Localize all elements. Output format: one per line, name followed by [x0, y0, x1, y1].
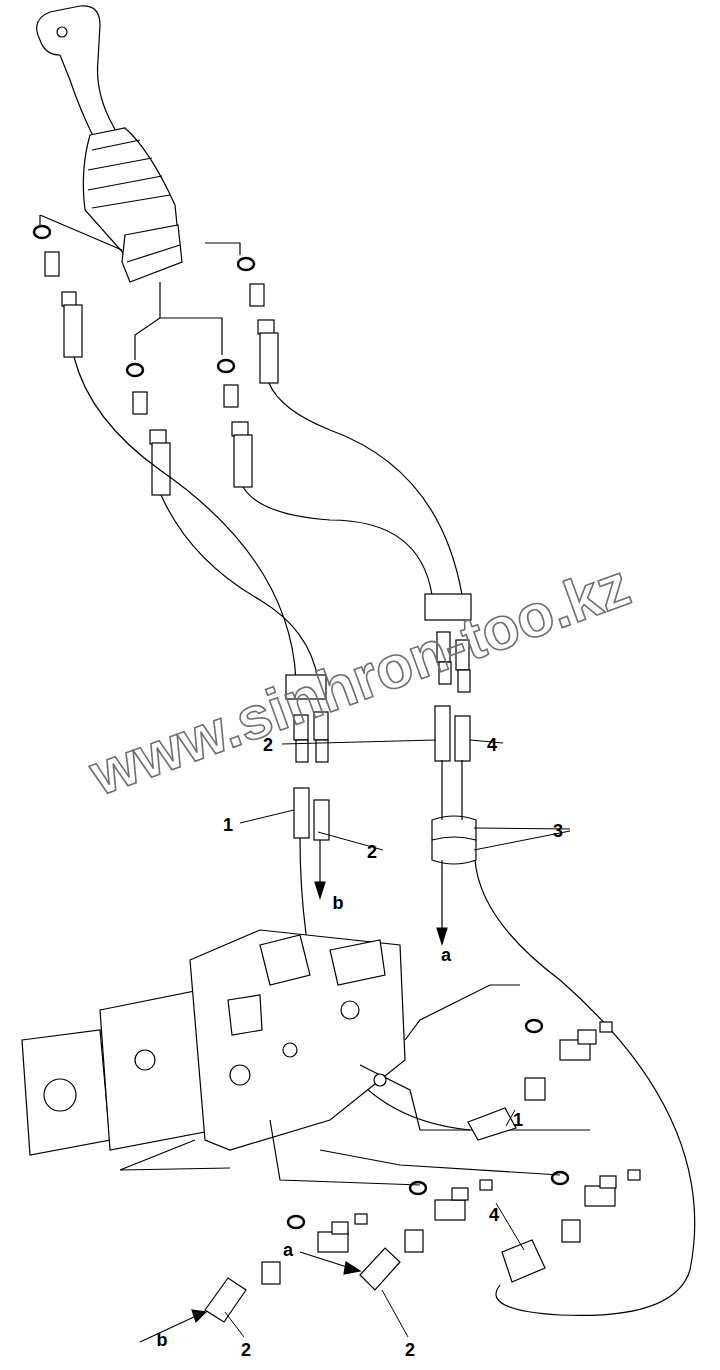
- watermark: www.sinhron-too.kz: [83, 555, 637, 806]
- o-ring: [34, 226, 50, 238]
- callout-label: 1: [221, 815, 235, 835]
- hose-stubs: [442, 760, 462, 930]
- arrow-line: [300, 1252, 350, 1268]
- joystick-base: [122, 225, 182, 282]
- o-ring: [526, 1020, 542, 1032]
- callout-label: b: [331, 893, 346, 913]
- joystick-handle: [37, 6, 118, 140]
- lower-fittings: [205, 1022, 640, 1322]
- o-ring: [218, 360, 234, 372]
- arrow-line: [140, 1316, 196, 1342]
- arrow-head: [192, 1310, 206, 1322]
- boot-folds: [88, 140, 170, 208]
- arrow-head: [344, 1262, 360, 1274]
- callout-label: 2: [403, 1340, 417, 1360]
- callout-label: 4: [487, 1205, 501, 1225]
- callout-label: a: [281, 1240, 295, 1260]
- o-ring: [410, 1182, 426, 1194]
- arrow-head: [437, 928, 447, 944]
- callout-label: b: [155, 1330, 170, 1350]
- leader-lines: [225, 740, 570, 1337]
- o-ring: [552, 1172, 568, 1184]
- upper-fittings: [45, 252, 278, 495]
- arrow-head: [315, 882, 325, 898]
- callout-label: 1: [511, 1110, 525, 1130]
- base-edge: [127, 245, 180, 262]
- callout-label: 3: [551, 821, 565, 841]
- arrow-line: [319, 840, 320, 885]
- o-ring: [288, 1216, 304, 1228]
- hose-4: [475, 860, 695, 1315]
- callout-label: a: [439, 945, 453, 965]
- callout-label: 2: [239, 1340, 253, 1360]
- o-ring: [238, 258, 254, 270]
- valve-details: [44, 1001, 386, 1111]
- bracket-lines: [120, 985, 590, 1185]
- callout-label: 2: [365, 842, 379, 862]
- callout-label: 4: [485, 735, 499, 755]
- bracket-lines: [40, 215, 240, 360]
- control-valve: [22, 930, 405, 1155]
- joystick-button: [57, 27, 67, 37]
- o-ring: [127, 364, 143, 376]
